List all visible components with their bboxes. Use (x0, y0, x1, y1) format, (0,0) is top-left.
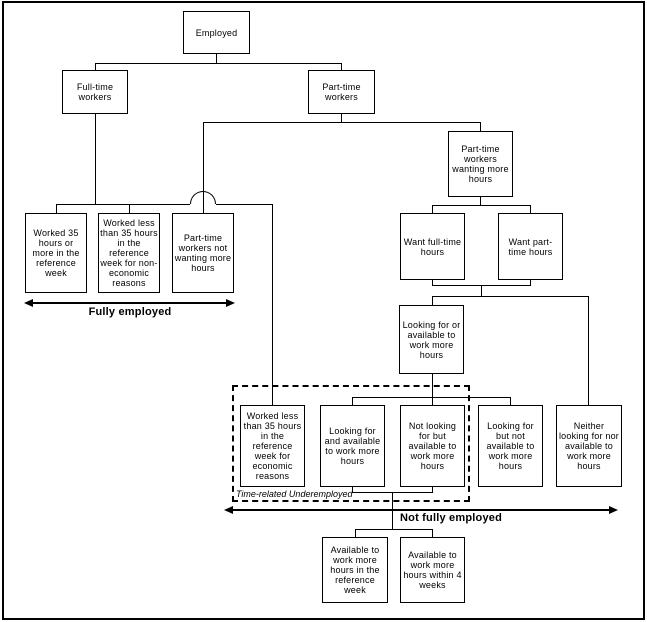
connector-line (355, 529, 433, 530)
connector-line (432, 205, 531, 206)
connector-line (432, 285, 531, 286)
connector-line (203, 122, 204, 213)
node-part-time-not-wanting: Part-time workers not wanting more hours (172, 213, 234, 293)
fully-employed-label: Fully employed (88, 306, 172, 318)
connector-line (480, 197, 481, 205)
time-related-underemployed-region (232, 385, 470, 502)
node-want-part-time-hours: Want part-time hours (498, 213, 563, 280)
connector-line (530, 280, 531, 285)
connector-line (216, 204, 273, 205)
node-part-time-workers: Part-time workers (308, 70, 375, 114)
connector-line (95, 63, 96, 70)
connector-line (95, 114, 96, 204)
node-worked-less-economic: Worked less than 35 hours in the referen… (240, 405, 305, 487)
connector-line (341, 63, 342, 70)
connector-line (432, 529, 433, 537)
node-available-reference-week: Available to work more hours in the refe… (322, 537, 388, 603)
connector-line (272, 204, 273, 405)
connector-line (432, 374, 433, 397)
node-worked-35-or-more: Worked 35 hours or more in the reference… (25, 213, 87, 293)
fully-employed-arrow (31, 302, 229, 304)
connector-line (203, 122, 481, 123)
node-employed: Employed (183, 11, 250, 54)
connector-line (352, 492, 433, 493)
arrow-head-left-icon (24, 299, 33, 307)
arrow-head-right-icon (226, 299, 235, 307)
connector-line (432, 280, 433, 285)
node-part-time-workers-wanting-more: Part-time workers wanting more hours (448, 131, 513, 197)
not-fully-employed-arrow (231, 509, 612, 511)
connector-line (352, 487, 353, 492)
node-looking-or-available: Looking for or available to work more ho… (399, 305, 464, 374)
node-want-full-time-hours: Want full-time hours (400, 213, 465, 280)
connector-line (355, 529, 356, 537)
node-available-within-4-weeks: Available to work more hours within 4 we… (400, 537, 465, 603)
node-not-looking-but-available: Not looking for but available to work mo… (400, 405, 465, 487)
connector-line (129, 204, 130, 213)
time-related-underemployed-label: Time-related Underemployed (236, 489, 353, 499)
not-fully-employed-label: Not fully employed (400, 512, 502, 524)
node-neither-looking-nor-available: Neither looking for nor available to wor… (556, 405, 622, 487)
connector-line (480, 122, 481, 131)
connector-line (432, 296, 589, 297)
connector-line (216, 54, 217, 63)
connector-line (432, 296, 433, 305)
connector-line (432, 205, 433, 213)
node-full-time-workers: Full-time workers (62, 70, 128, 114)
node-looking-but-not-available: Looking for but not available to work mo… (478, 405, 543, 487)
connector-line (352, 397, 511, 398)
connector-line (341, 114, 342, 122)
node-worked-less-non-economic: Worked less than 35 hours in the referen… (98, 213, 160, 293)
arrow-head-left-icon (224, 506, 233, 514)
arrow-head-right-icon (609, 506, 618, 514)
connector-line (530, 205, 531, 213)
connector-line (56, 204, 57, 213)
connector-line (352, 397, 353, 405)
connector-line (588, 296, 589, 405)
connector-line (432, 487, 433, 492)
connector-line (510, 397, 511, 405)
node-looking-and-available: Looking for and available to work more h… (320, 405, 385, 487)
connector-line (481, 285, 482, 296)
connector-line (95, 63, 342, 64)
connector-line (432, 397, 433, 405)
connector-line (56, 204, 190, 205)
